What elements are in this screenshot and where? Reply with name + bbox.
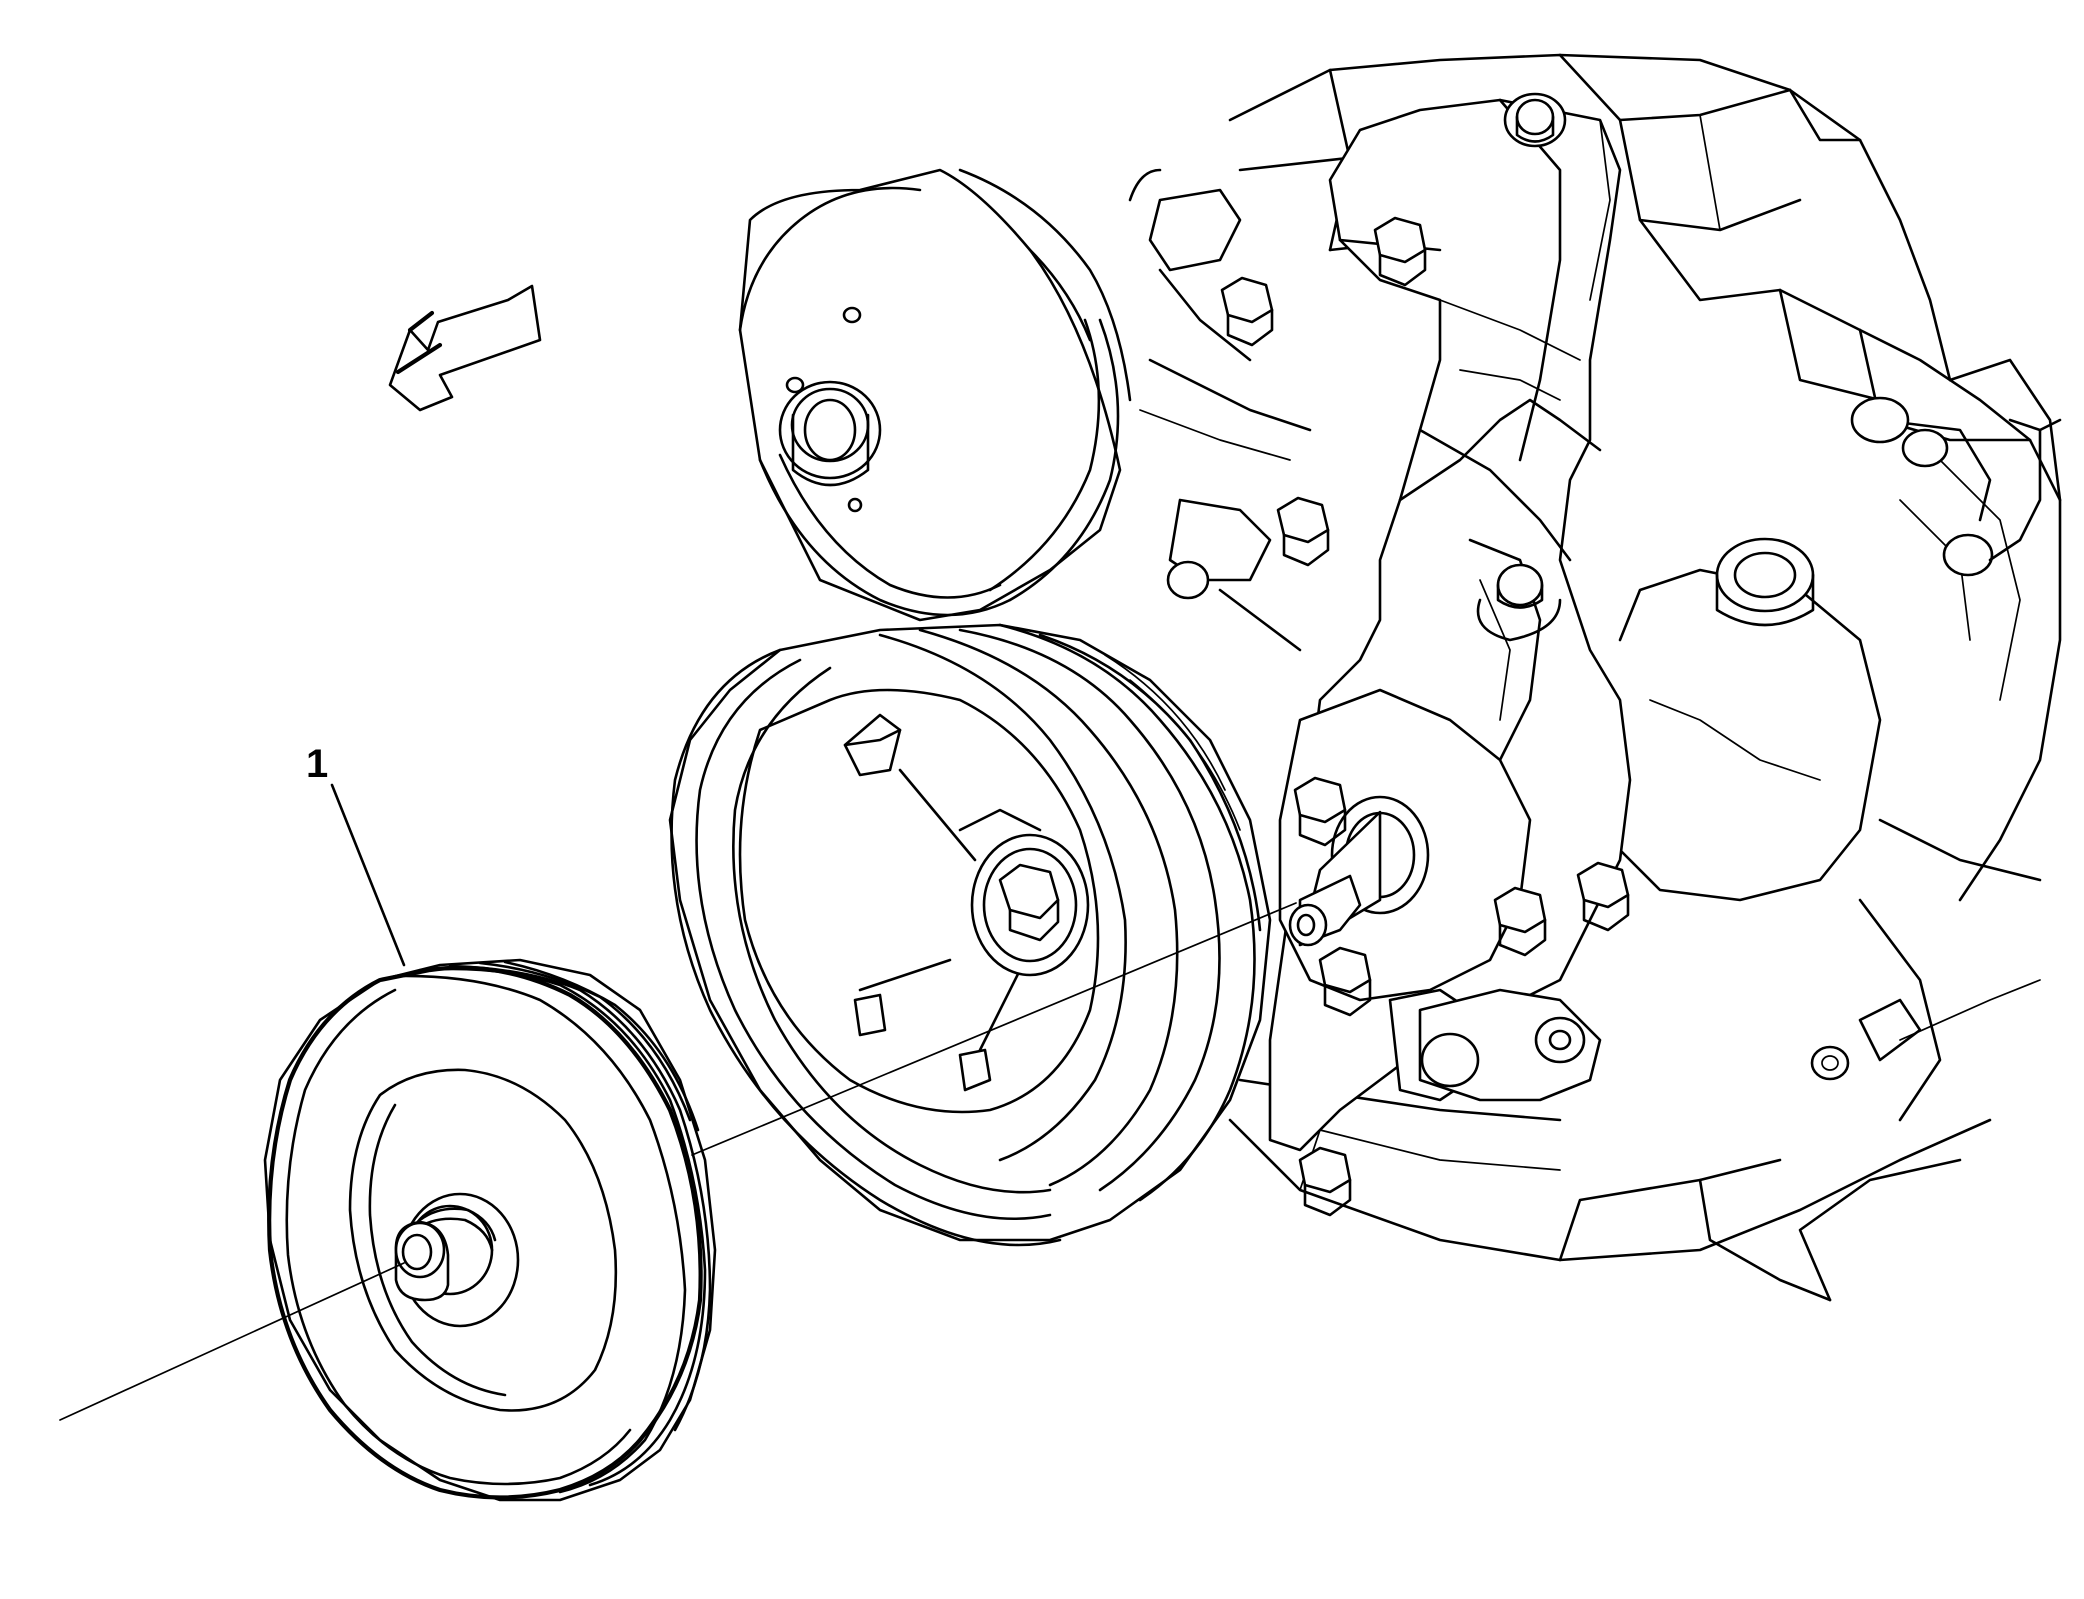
crankshaft-balancer xyxy=(668,623,1272,1247)
centerline-segment xyxy=(691,902,1297,1156)
bolt xyxy=(1293,776,1347,847)
hose-fitting xyxy=(1850,396,2062,577)
bolt xyxy=(1493,886,1547,957)
bolt xyxy=(1276,496,1330,567)
bolt-group xyxy=(1220,216,1630,1217)
arrow-left-down-icon xyxy=(388,284,542,412)
mounting-bracket xyxy=(1128,92,1632,1152)
bolt xyxy=(1298,1146,1352,1217)
upper-idler-pulley xyxy=(738,168,1132,622)
centerline-segment xyxy=(59,1262,405,1421)
fluid-reservoir xyxy=(1618,537,1882,902)
bolt xyxy=(1576,861,1630,932)
engine-block xyxy=(1228,53,2062,1302)
bolt xyxy=(1220,276,1274,347)
bolt xyxy=(1318,946,1372,1017)
bolt xyxy=(1373,216,1427,287)
alignment-centerline xyxy=(59,902,1297,1421)
callout-leader-line xyxy=(330,783,406,967)
pulley xyxy=(263,958,717,1502)
callout-number: 1 xyxy=(306,742,329,786)
